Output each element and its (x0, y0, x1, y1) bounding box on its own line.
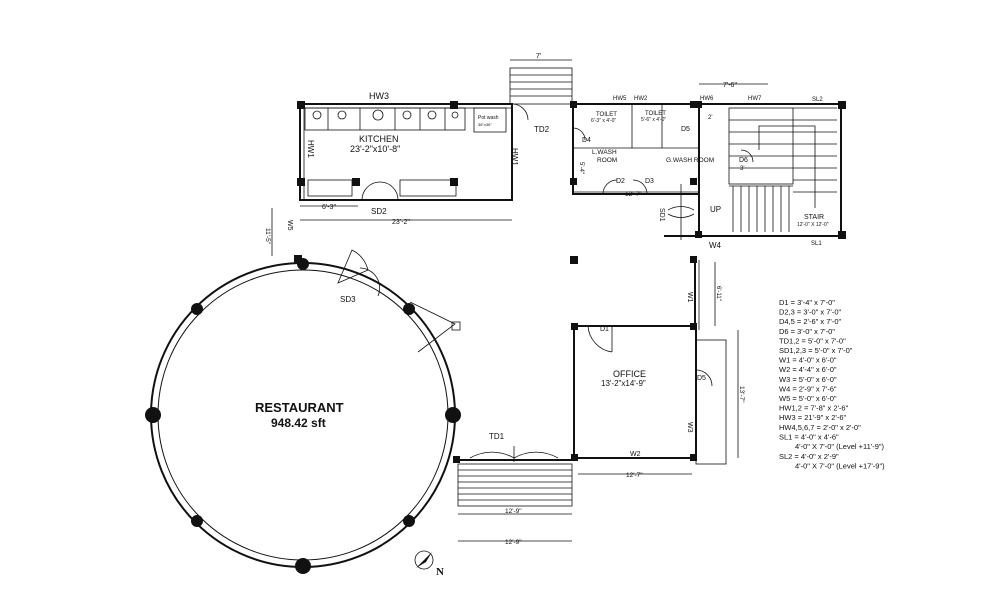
td1-label: TD1 (489, 432, 505, 441)
right-w1-dim: 6'-11" (715, 286, 721, 301)
hw-right-label: HW1 (510, 148, 519, 166)
kitchen-size: 23'-2"x10'-8" (350, 144, 400, 154)
top-entrance-steps (509, 59, 573, 105)
schedule-line-1: D2,3 = 3'-0" x 7'-0" (779, 308, 842, 317)
north-label: N (436, 566, 444, 578)
schedule-line-0: D1 = 3'-4" x 7'-0" (779, 298, 835, 307)
toilet1-name: TOILET (596, 112, 617, 118)
restaurant-title: RESTAURANT (255, 400, 344, 415)
td2-label: TD2 (534, 125, 550, 134)
toilet-gap-dim: 2' (708, 115, 712, 121)
bottom-stair-dim-1: 12'-9" (505, 508, 522, 515)
wash-left-dim: 5'-4" (578, 162, 584, 174)
kitchen-bottom-dim: 23'-2" (392, 219, 410, 226)
hw7-label: HW7 (748, 96, 762, 102)
schedule-line-12: HW3 = 21'-9" x 2'-6" (779, 413, 847, 422)
schedule-line-2: D4,5 = 2'-6" x 7'-0" (779, 317, 842, 326)
stair-block (664, 101, 846, 239)
d4-label: D4 (582, 137, 591, 144)
toilet1-size: 6'-3" x 4'-0" (591, 118, 616, 124)
schedule-line-17: 4'-0" X 7'-0" (Level +17'-9") (795, 462, 885, 471)
w3-label: W3 (686, 422, 693, 433)
schedule-line-9: W4 = 2'-9" x 7'-6" (779, 384, 837, 393)
hw5-label: HW5 (613, 96, 627, 102)
d6-label: D6 (739, 157, 748, 164)
kitchen-hw1-label: HW1 (306, 140, 315, 158)
side-left-dim: 11'-5" (264, 228, 271, 245)
hw3-label: HW3 (369, 91, 389, 101)
w4-label: W4 (709, 241, 722, 250)
d6-gap-dim: 3' (740, 166, 744, 172)
d1-label: D1 (600, 326, 609, 333)
office-block (571, 323, 727, 465)
w5-label: W5 (286, 220, 293, 231)
toilet2-name: TOILET (645, 111, 666, 117)
d6-office-label: D5 (697, 375, 706, 382)
stair-block-dim: 7'-6" (723, 82, 737, 89)
schedule-line-5: SD1,2,3 = 5'-0" x 7'-0" (779, 346, 853, 355)
gwash-label: G.WASH ROOM (666, 157, 714, 164)
sl2-label: SL2 (812, 97, 823, 103)
sd1-label: SD1 (658, 208, 665, 222)
lwash-line1: L.WASH (592, 149, 617, 156)
up-label: UP (710, 205, 721, 214)
north-arrow-icon (414, 550, 434, 570)
schedule-line-10: W5 = 5'-0" x 6'-0" (779, 394, 837, 403)
w1-label: W1 (686, 292, 693, 303)
stair-size: 12'-0" X 12'-0" (797, 222, 829, 228)
sd3-label: SD3 (340, 295, 356, 304)
wash-block (570, 101, 700, 195)
door-window-schedule: D1 = 3'-4" x 7'-0"D2,3 = 3'-0" x 7'-0"D4… (779, 298, 885, 471)
bottom-stair-dim-2: 12'-9" (505, 539, 522, 546)
hw6-label: HW6 (700, 96, 714, 102)
schedule-line-7: W2 = 4'-4" x 6'-0" (779, 365, 837, 374)
office-right-dim: 13'-7" (738, 386, 745, 403)
top-stair-dim: 7' (536, 53, 541, 60)
kitchen-left-dim: 6'-3" (322, 204, 336, 211)
schedule-line-8: W3 = 5'-0" x 6'-0" (779, 375, 837, 384)
schedule-line-14: SL1 = 4'-0" x 4'-6" (779, 432, 839, 441)
sd1-door (667, 184, 695, 240)
restaurant-area: 948.42 sft (271, 416, 326, 430)
sd2-label: SD2 (371, 207, 387, 216)
hw2-label: HW2 (634, 96, 648, 102)
restaurant-circle (145, 249, 461, 574)
kitchen-title: KITCHEN (359, 134, 399, 144)
schedule-line-11: HW1,2 = 7'-8" x 2'-6" (779, 404, 849, 413)
sl1-label: SL1 (811, 241, 822, 247)
schedule-line-15: 4'-0" X 7'-0" (Level +11'-9") (795, 442, 885, 451)
bottom-entrance (453, 446, 574, 542)
pot-wash-label: Pot wash (478, 115, 499, 121)
schedule-line-4: TD1,2 = 5'-0" x 7'-0" (779, 336, 846, 345)
office-bottom-dim: 12'-7" (626, 472, 643, 479)
schedule-line-16: SL2 = 4'-0" x 2'-9" (779, 452, 839, 461)
office-title: OFFICE (613, 369, 646, 379)
d2-label: D2 (616, 178, 625, 185)
toilet2-size: 5'-6" x 4'-0" (641, 117, 666, 123)
w2-label: W2 (630, 451, 641, 458)
pot-wash-size: 36"x36" (478, 122, 492, 127)
schedule-line-13: HW4,5,6,7 = 2'-0" x 2'-0" (779, 423, 861, 432)
lwash-line2: ROOM (597, 157, 617, 164)
kitchen-block: Pot wash 36"x36" (297, 101, 529, 201)
stair-name: STAIR (804, 214, 824, 221)
schedule-line-3: D6 = 3'-0" x 7'-0" (779, 327, 835, 336)
d5-label: D5 (681, 126, 690, 133)
d3-label: D3 (645, 178, 654, 185)
office-size: 13'-2"x14'-9" (601, 379, 646, 388)
schedule-line-6: W1 = 4'-0" x 6'-0" (779, 356, 837, 365)
wash-bottom-dim: 12'-7" (625, 191, 642, 198)
